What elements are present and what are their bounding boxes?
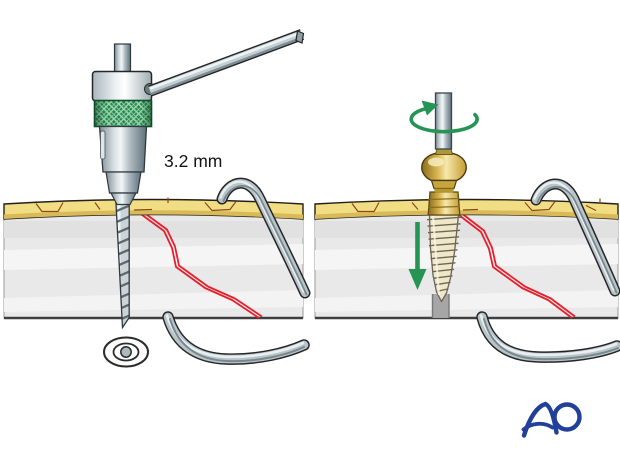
- cerclage-wire-bottom-right: [476, 311, 620, 363]
- drill-diameter-label: 3.2 mm: [164, 151, 222, 171]
- pilot-hole: [431, 294, 450, 318]
- guide-chuck: [105, 171, 142, 194]
- fracture-line-right: [454, 209, 576, 319]
- cortex-layer-left: [3, 197, 304, 220]
- cerclage-wire-bottom-left: [162, 311, 310, 365]
- screwdriver-shaft: [434, 92, 453, 150]
- cortex-layer-right: [314, 198, 619, 220]
- guide-nose: [110, 192, 137, 206]
- guide-body: [98, 125, 148, 173]
- ao-logo-letter-a: [521, 401, 559, 438]
- rotation-arrow-icon: [409, 100, 479, 134]
- screw-head: [421, 151, 467, 193]
- ao-logo: [521, 401, 582, 438]
- panel-drilling: 3.2 mm: [3, 29, 311, 368]
- cerclage-wire-top-left: [216, 177, 311, 299]
- fracture-line-left: [137, 209, 263, 319]
- screw-gold-threads: [427, 191, 461, 216]
- ao-logo-crossbar: [521, 421, 555, 432]
- ao-logo-letter-o: [552, 402, 582, 432]
- guide-knurled-ring: [93, 99, 153, 128]
- panel-screw-insertion: [314, 92, 620, 363]
- cerclage-wire-top-right: [530, 178, 620, 297]
- wire-eyelet: [103, 336, 149, 368]
- guide-body-notch: [100, 130, 106, 160]
- cortex-fragment-lines: [351, 198, 601, 213]
- drill-shaft-top: [113, 43, 132, 75]
- guide-collar: [91, 70, 153, 102]
- bone-right: [314, 202, 619, 320]
- drill-guide: [91, 29, 305, 206]
- down-arrow-icon: [408, 222, 427, 290]
- screw-shank: [428, 214, 460, 303]
- bone-left: [3, 202, 304, 320]
- drill-handle: [147, 29, 305, 97]
